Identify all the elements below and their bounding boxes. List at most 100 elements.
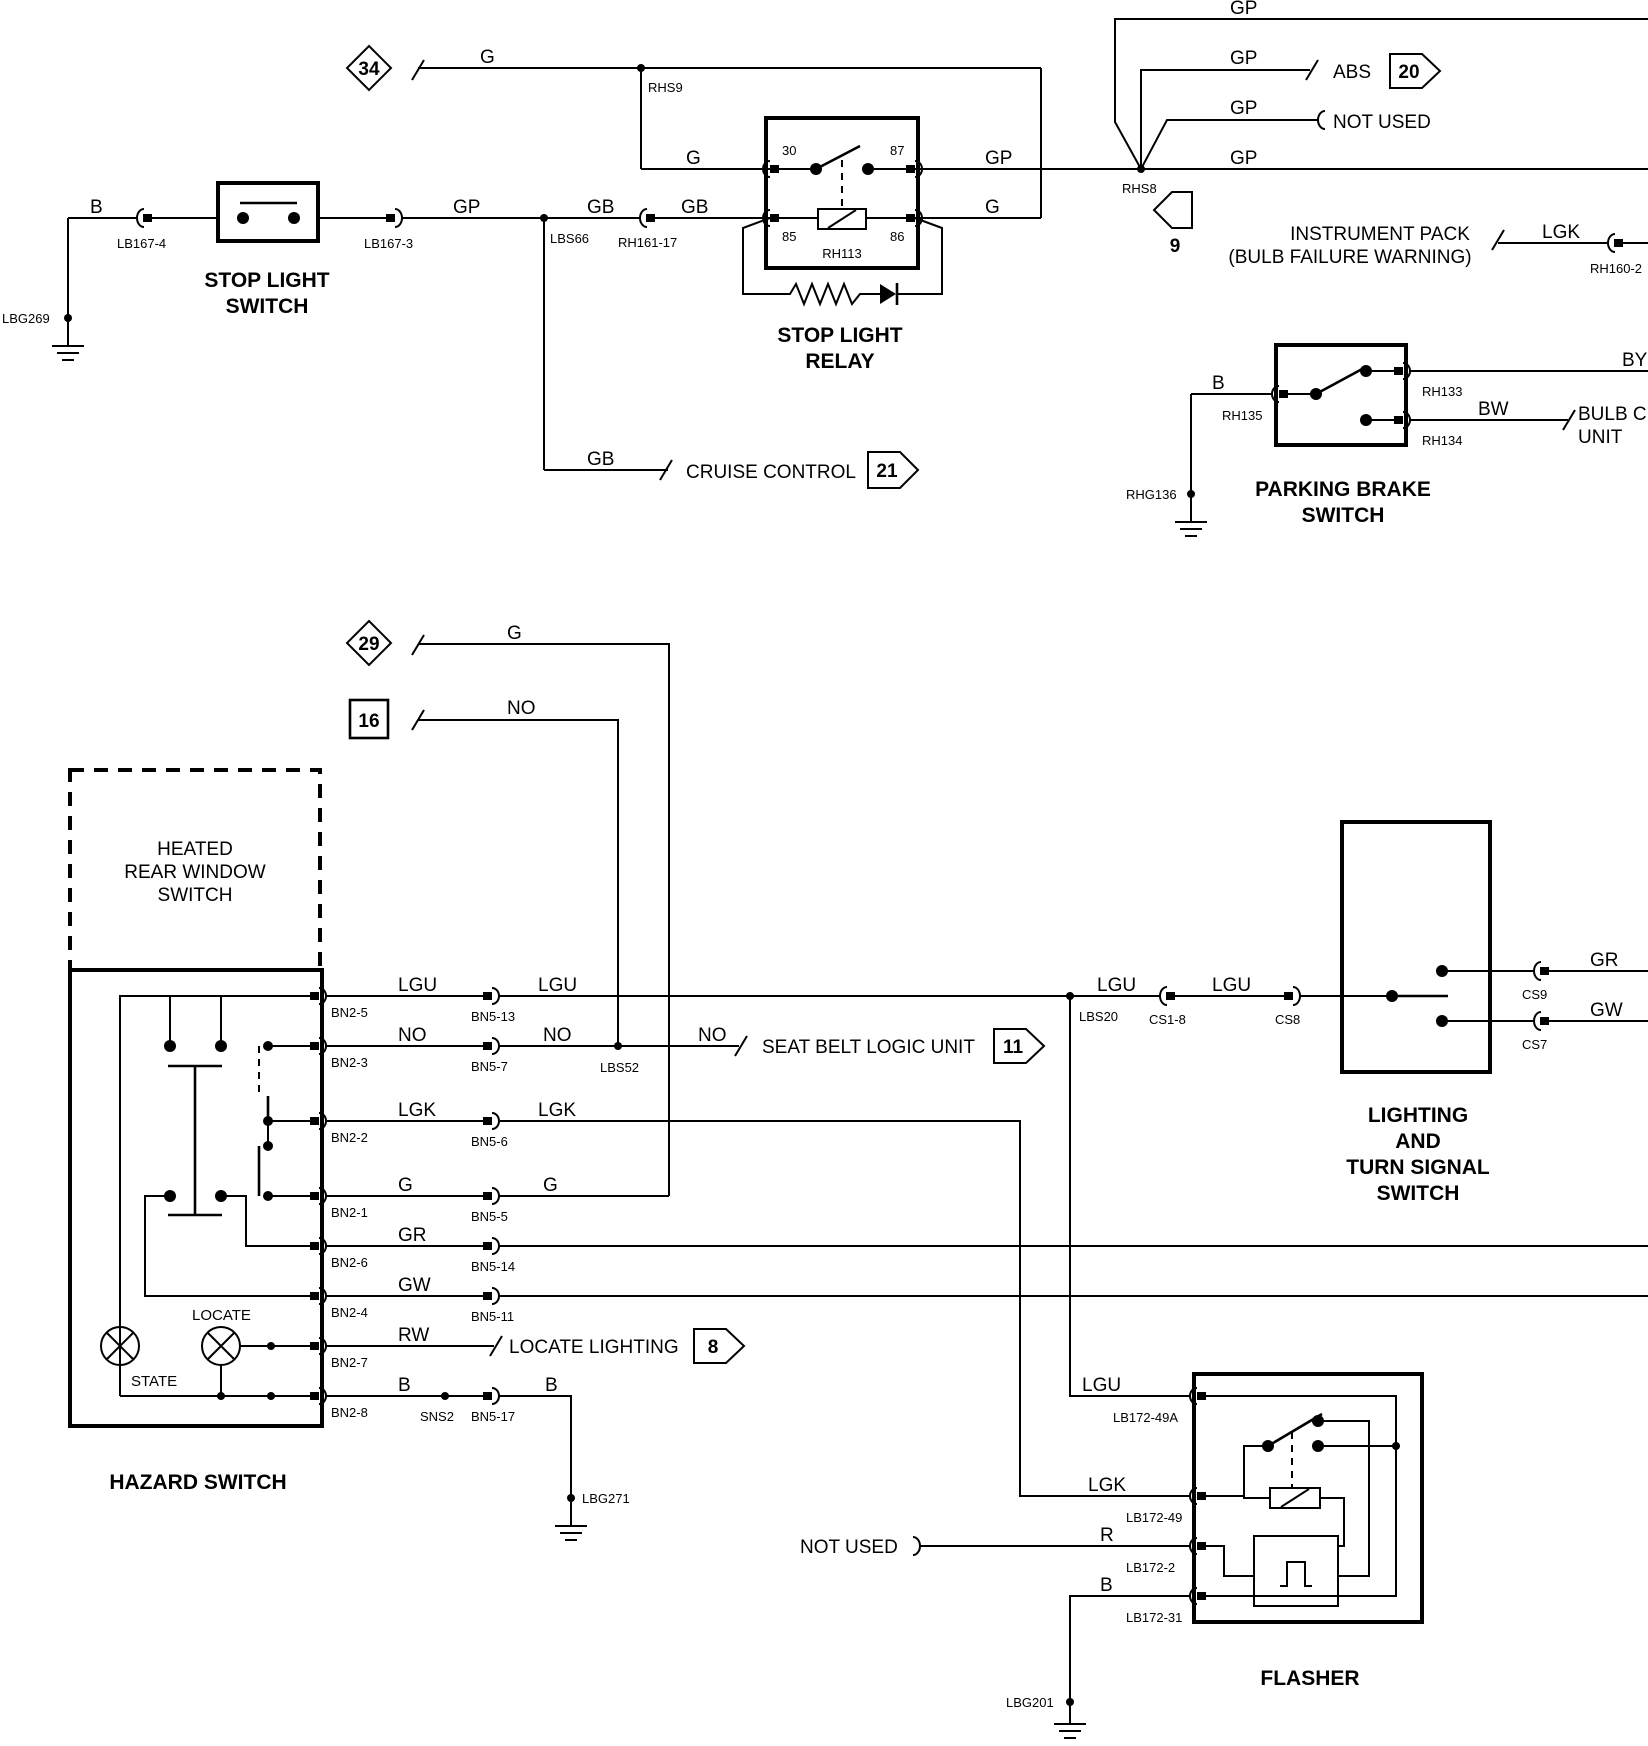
wire-label: GP — [1230, 98, 1257, 119]
parking-brake-circuit: BY RH133 BW BULB C UNIT RH134 B RH135 RH… — [1126, 343, 1648, 537]
wire-label: BY — [1622, 350, 1648, 371]
ref-8: 8 — [708, 1337, 719, 1358]
connector-label: BN5-6 — [471, 1134, 508, 1149]
connector-label: BN5-13 — [471, 1009, 515, 1024]
ref-29: 29 — [358, 634, 379, 655]
wire-label: GR — [398, 1225, 427, 1246]
relay-pin: 86 — [890, 229, 904, 244]
wire-label: B — [398, 1375, 411, 1396]
heated-rear-window-label: REAR WINDOW — [124, 862, 266, 883]
wire-label: GB — [587, 449, 614, 470]
wire-label: G — [507, 623, 522, 644]
connector-label: RH133 — [1422, 384, 1462, 399]
stop-light-switch-box — [216, 181, 320, 243]
connector-label: RHS9 — [648, 80, 683, 95]
bulb-unit-label: BULB C — [1578, 404, 1647, 425]
heated-rear-window-label: SWITCH — [158, 885, 233, 906]
parking-brake-title: PARKING BRAKE — [1255, 478, 1431, 501]
wire-label: GP — [1230, 48, 1257, 69]
heated-rear-window-box — [68, 768, 322, 972]
ref-34: 34 — [358, 59, 380, 80]
connector-label: BN2-5 — [331, 1005, 368, 1020]
wire-label: B — [90, 197, 103, 218]
connector-label: BN5-14 — [471, 1259, 515, 1274]
wire-label: LGK — [1088, 1475, 1126, 1496]
connector-label: LB167-3 — [364, 236, 413, 251]
stop-light-relay-box — [764, 116, 920, 270]
bn5-connectors — [483, 987, 500, 1405]
ref-20: 20 — [1398, 62, 1419, 83]
connector-label: BN5-5 — [471, 1209, 508, 1224]
wire-label: RW — [398, 1325, 429, 1346]
flasher-circuit: LGU LB172-49A LGK LB172-49 NOT USED R LB… — [800, 996, 1424, 1739]
relay-pin: 85 — [782, 229, 796, 244]
ref-11: 11 — [1003, 1037, 1024, 1058]
ref-9: 9 — [1170, 236, 1181, 257]
cruise-control-label: CRUISE CONTROL — [686, 462, 856, 483]
connector-label: LB172-49A — [1113, 1410, 1178, 1425]
seat-belt-label: SEAT BELT LOGIC UNIT — [762, 1037, 975, 1058]
ref-arrow — [1389, 53, 1442, 89]
lighting-switch-title: TURN SIGNAL — [1346, 1156, 1490, 1179]
connector-label: LBG201 — [1006, 1695, 1054, 1710]
state-label: STATE — [131, 1373, 177, 1390]
wire-label: BW — [1478, 399, 1509, 420]
hazard-switch-title: HAZARD SWITCH — [109, 1471, 286, 1494]
parking-brake-switch-box — [1274, 343, 1408, 447]
wire-label: NO — [543, 1025, 572, 1046]
lighting-switch-circuit: GR GW CS9 CS7 LIGHTING AND TURN SIGNAL S… — [1340, 820, 1648, 1205]
connector-label: BN2-3 — [331, 1055, 368, 1070]
connector-label: CS9 — [1522, 987, 1547, 1002]
connector-label: BN2-4 — [331, 1305, 368, 1320]
connector-label: RHS8 — [1122, 181, 1157, 196]
stop-light-circuit: LBG269 B LB167-4 STOP LIGHT SWITCH LB167… — [2, 0, 1648, 489]
hazard-switch-box — [68, 968, 324, 1428]
connector-label: CS7 — [1522, 1037, 1547, 1052]
wire-label: GB — [681, 197, 708, 218]
connector-label: BN2-7 — [331, 1355, 368, 1370]
connector-label: BN2-2 — [331, 1130, 368, 1145]
lighting-switch-title: LIGHTING — [1368, 1104, 1468, 1127]
flasher-title: FLASHER — [1260, 1667, 1359, 1690]
wire-label: LGU — [538, 975, 577, 996]
ref-arrow — [867, 451, 920, 489]
wire-label: GW — [1590, 1000, 1623, 1021]
connector-label: BN5-11 — [471, 1309, 514, 1324]
heated-rear-window-label: HEATED — [157, 839, 233, 860]
wire-label: GP — [1230, 148, 1257, 169]
connector-label: BN2-1 — [331, 1205, 368, 1220]
connector-label: BN5-17 — [471, 1409, 515, 1424]
locate-lighting-label: LOCATE LIGHTING — [509, 1337, 679, 1358]
wire-label: LGU — [1212, 975, 1251, 996]
wire-label: NO — [698, 1025, 727, 1046]
wire-label: GB — [587, 197, 614, 218]
ref-diamond — [345, 619, 393, 667]
relay-pin: 30 — [782, 143, 796, 158]
lighting-switch-title: SWITCH — [1377, 1182, 1460, 1205]
stop-light-switch-title: STOP LIGHT — [204, 269, 329, 292]
ref-diamond — [345, 44, 393, 92]
parking-brake-title: SWITCH — [1302, 504, 1385, 527]
instrument-pack-label: INSTRUMENT PACK — [1290, 224, 1470, 245]
wire-label: LGU — [398, 975, 437, 996]
wire-label: G — [985, 197, 1000, 218]
wire-label: GW — [398, 1275, 431, 1296]
ref-21: 21 — [876, 461, 898, 482]
hazard-circuit: 29 G 16 NO HEATED REAR WINDOW SWITCH HAZ… — [68, 619, 1648, 1541]
connector-label: SNS2 — [420, 1409, 454, 1424]
wire-label: GR — [1590, 950, 1619, 971]
relay-id: RH113 — [822, 246, 862, 261]
not-used-label: NOT USED — [1333, 112, 1431, 133]
stop-light-relay-title: STOP LIGHT — [777, 324, 902, 347]
connector-label: BN5-7 — [471, 1059, 508, 1074]
wire-label: LGU — [1097, 975, 1136, 996]
wire-label: B — [1212, 373, 1225, 394]
ref-16: 16 — [358, 711, 379, 732]
stop-light-relay-title: RELAY — [805, 350, 874, 373]
wire-label: B — [545, 1375, 558, 1396]
abs-label: ABS — [1333, 62, 1371, 83]
flasher-box — [1192, 1372, 1424, 1624]
wire-label: NO — [507, 698, 536, 719]
connector-label: RH134 — [1422, 433, 1462, 448]
